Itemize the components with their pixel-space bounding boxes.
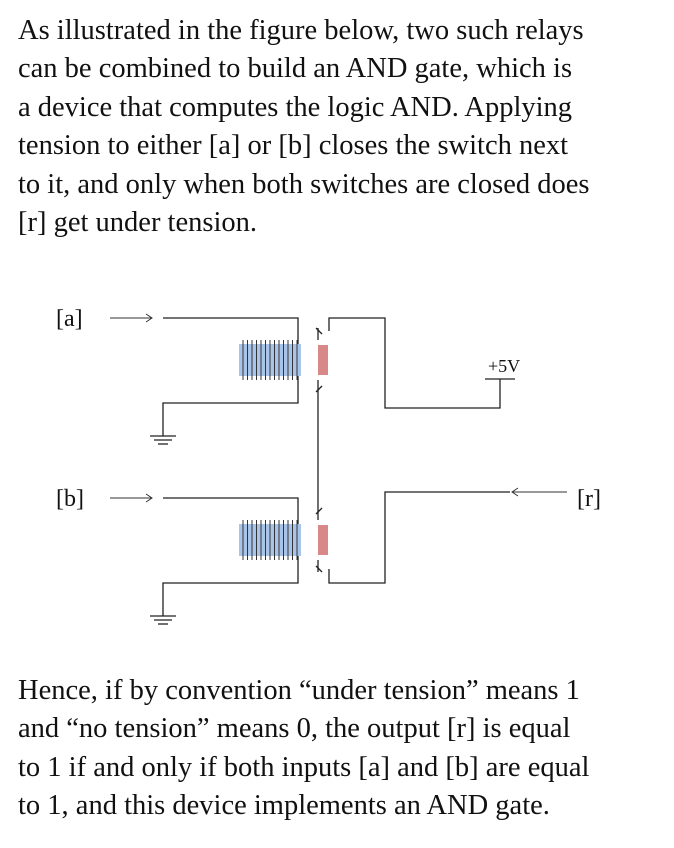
relay-b-coil (239, 520, 301, 560)
relay-b-coil-circuit (162, 497, 299, 608)
intro-line: a device that computes the logic AND. Ap… (18, 91, 573, 123)
conclusion-line: to 1 if and only if both inputs [a] and … (18, 751, 590, 783)
output-r-label: [r] (577, 486, 601, 512)
supply-voltage-label: +5V (488, 356, 520, 376)
relay-a-coil (239, 340, 301, 380)
intro-line: tension to either [a] or [b] closes the … (18, 130, 569, 162)
ground-a-symbol (150, 428, 176, 445)
relay-a-coil-circuit (162, 317, 299, 428)
relay-a-switch (315, 317, 515, 409)
input-a-arrow (110, 313, 153, 323)
relay-a-contact (318, 345, 328, 375)
intro-line: can be combined to build an AND gate, wh… (18, 53, 573, 85)
conclusion-line: Hence, if by convention “under tension” … (18, 675, 580, 706)
conclusion-line: and “no tension” means 0, the output [r]… (18, 713, 571, 745)
intro-line: As illustrated in the figure below, two … (18, 15, 584, 46)
input-b-arrow (110, 493, 153, 503)
input-b-label: [b] (56, 486, 84, 512)
ground-b-symbol (150, 608, 176, 625)
relay-b-contact (318, 525, 328, 555)
conclusion-paragraph: Hence, if by convention “under tension” … (18, 672, 658, 826)
intro-line: to it, and only when both switches are c… (18, 168, 590, 200)
intro-line: [r] get under tension. (18, 207, 258, 239)
intro-paragraph: As illustrated in the figure below, two … (18, 12, 658, 242)
input-a-label: [a] (56, 306, 83, 332)
and-gate-relay-diagram: [a] [b] [r] +5V (56, 306, 601, 625)
output-r-arrow (511, 487, 567, 497)
conclusion-line: to 1, and this device implements an AND … (18, 790, 550, 822)
relay-b-switch (315, 491, 510, 584)
